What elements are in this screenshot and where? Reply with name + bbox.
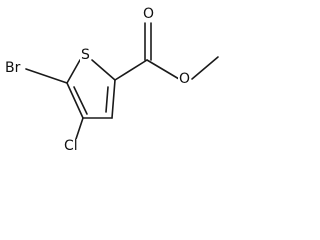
bond-c-o-ester xyxy=(146,59,180,80)
bond-s-c5 xyxy=(66,59,81,84)
atom-ester-oxygen-label: O xyxy=(178,71,192,87)
structure-diagram: S Br Cl O O xyxy=(0,0,224,162)
bond-c4-cl xyxy=(75,117,84,140)
bond-c5-c4-inner xyxy=(73,86,88,115)
bond-s-c2 xyxy=(91,59,116,81)
bond-o-methyl xyxy=(191,56,219,80)
atom-carbonyl-oxygen-label: O xyxy=(142,6,156,22)
atom-chlorine-label: Cl xyxy=(63,138,79,154)
bond-c5-br xyxy=(25,68,68,84)
bond-c2-ccarbonyl xyxy=(114,59,148,81)
bond-c5-c4 xyxy=(66,82,84,119)
bond-layer xyxy=(25,22,219,140)
bond-c3-c2-inner xyxy=(105,86,109,113)
bond-c3-c2 xyxy=(111,79,116,119)
atom-bromine-label: Br xyxy=(4,60,22,76)
atom-sulfur-label: S xyxy=(80,47,91,63)
